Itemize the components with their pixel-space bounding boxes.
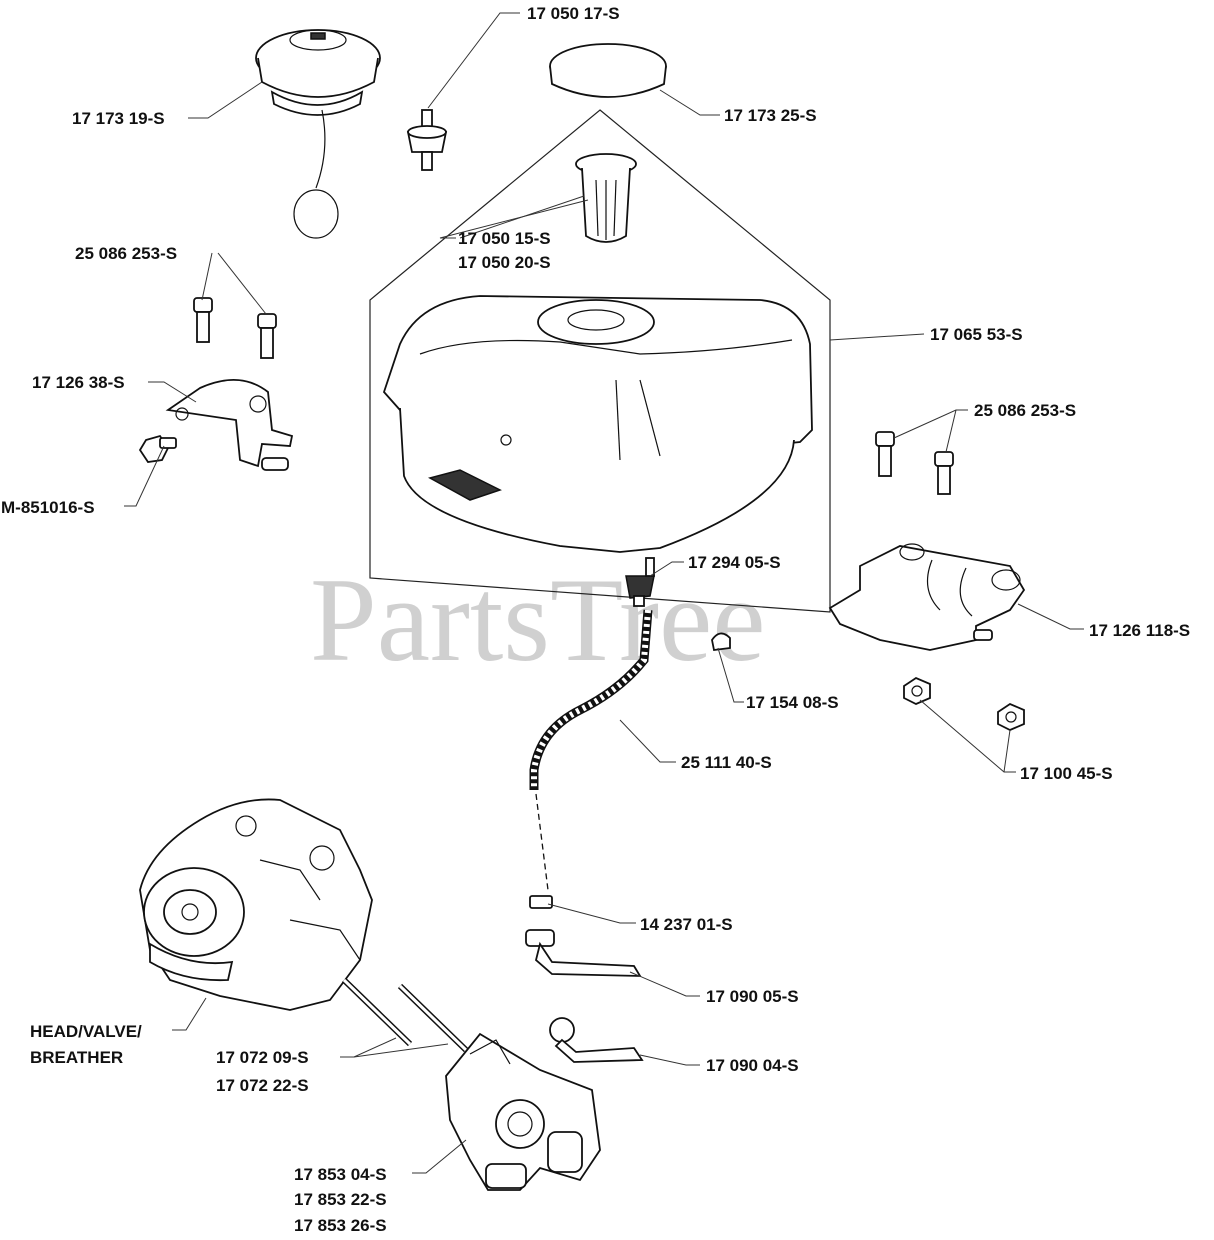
label-line-clip: 14 237 01-S (640, 915, 733, 934)
fuel-cap-left[interactable] (255, 29, 381, 239)
label-bracket-right: 17 126 118-S (1089, 621, 1190, 640)
label-choke-lever: 17 090 05-S (706, 987, 799, 1006)
label-fuel-cap-left: 17 173 19-S (72, 109, 165, 128)
tank-assembly-outline (369, 109, 831, 613)
label-clamp: 17 154 08-S (746, 693, 839, 712)
hose-clamp[interactable] (711, 632, 731, 651)
label-screw-left: 25 086 253-S (75, 244, 177, 263)
label-fuel-valve: 17 294 05-S (688, 553, 781, 572)
label-fuel-tank: 17 065 53-S (930, 325, 1023, 344)
label-stud-b: 17 072 22-S (216, 1076, 309, 1095)
label-stud-a: 17 072 09-S (216, 1048, 309, 1067)
label-carb-a: 17 853 04-S (294, 1165, 387, 1184)
label-bolt-left: M-851016-S (1, 498, 95, 517)
label-bracket-left: 17 126 38-S (32, 373, 125, 392)
bracket-right[interactable] (828, 543, 1026, 651)
leader-lines (124, 12, 1084, 1174)
bracket-left[interactable] (165, 379, 294, 471)
stud-pair[interactable] (341, 977, 469, 1053)
label-carb-b: 17 853 22-S (294, 1190, 387, 1209)
fuel-line[interactable] (529, 609, 653, 891)
screw-left-pair[interactable] (193, 297, 277, 359)
part-labels: 17 173 19-S 17 050 17-S 17 173 25-S 17 0… (1, 4, 1190, 1235)
line-clip[interactable] (529, 895, 553, 909)
throttle-lever[interactable] (549, 1017, 644, 1063)
fuel-tank[interactable] (382, 295, 813, 553)
label-throttle-lever: 17 090 04-S (706, 1056, 799, 1075)
fuel-cap-right[interactable] (549, 43, 667, 98)
nut-pair[interactable] (903, 676, 1025, 731)
label-strainer-b: 17 050 20-S (458, 253, 551, 272)
label-fuel-line: 25 111 40-S (681, 753, 772, 772)
bolt-left[interactable] (138, 434, 177, 463)
label-screw-right: 25 086 253-S (974, 401, 1076, 420)
label-fuel-fitting: 17 050 17-S (527, 4, 620, 23)
label-strainer-a: 17 050 15-S (458, 229, 551, 248)
label-carb-c: 17 853 26-S (294, 1216, 387, 1235)
carburetor[interactable] (445, 1032, 601, 1191)
label-head-valve-2: BREATHER (30, 1048, 123, 1067)
screw-right-pair[interactable] (875, 431, 954, 495)
label-nut: 17 100 45-S (1020, 764, 1113, 783)
fuel-strainer[interactable] (575, 153, 637, 243)
label-fuel-cap-right: 17 173 25-S (724, 106, 817, 125)
choke-lever[interactable] (525, 929, 642, 977)
watermark: PartsTree (310, 553, 766, 686)
cylinder-head[interactable] (139, 798, 373, 1011)
fuel-valve[interactable] (625, 557, 655, 607)
fuel-fitting[interactable] (406, 109, 448, 171)
label-head-valve-1: HEAD/VALVE/ (30, 1022, 142, 1041)
